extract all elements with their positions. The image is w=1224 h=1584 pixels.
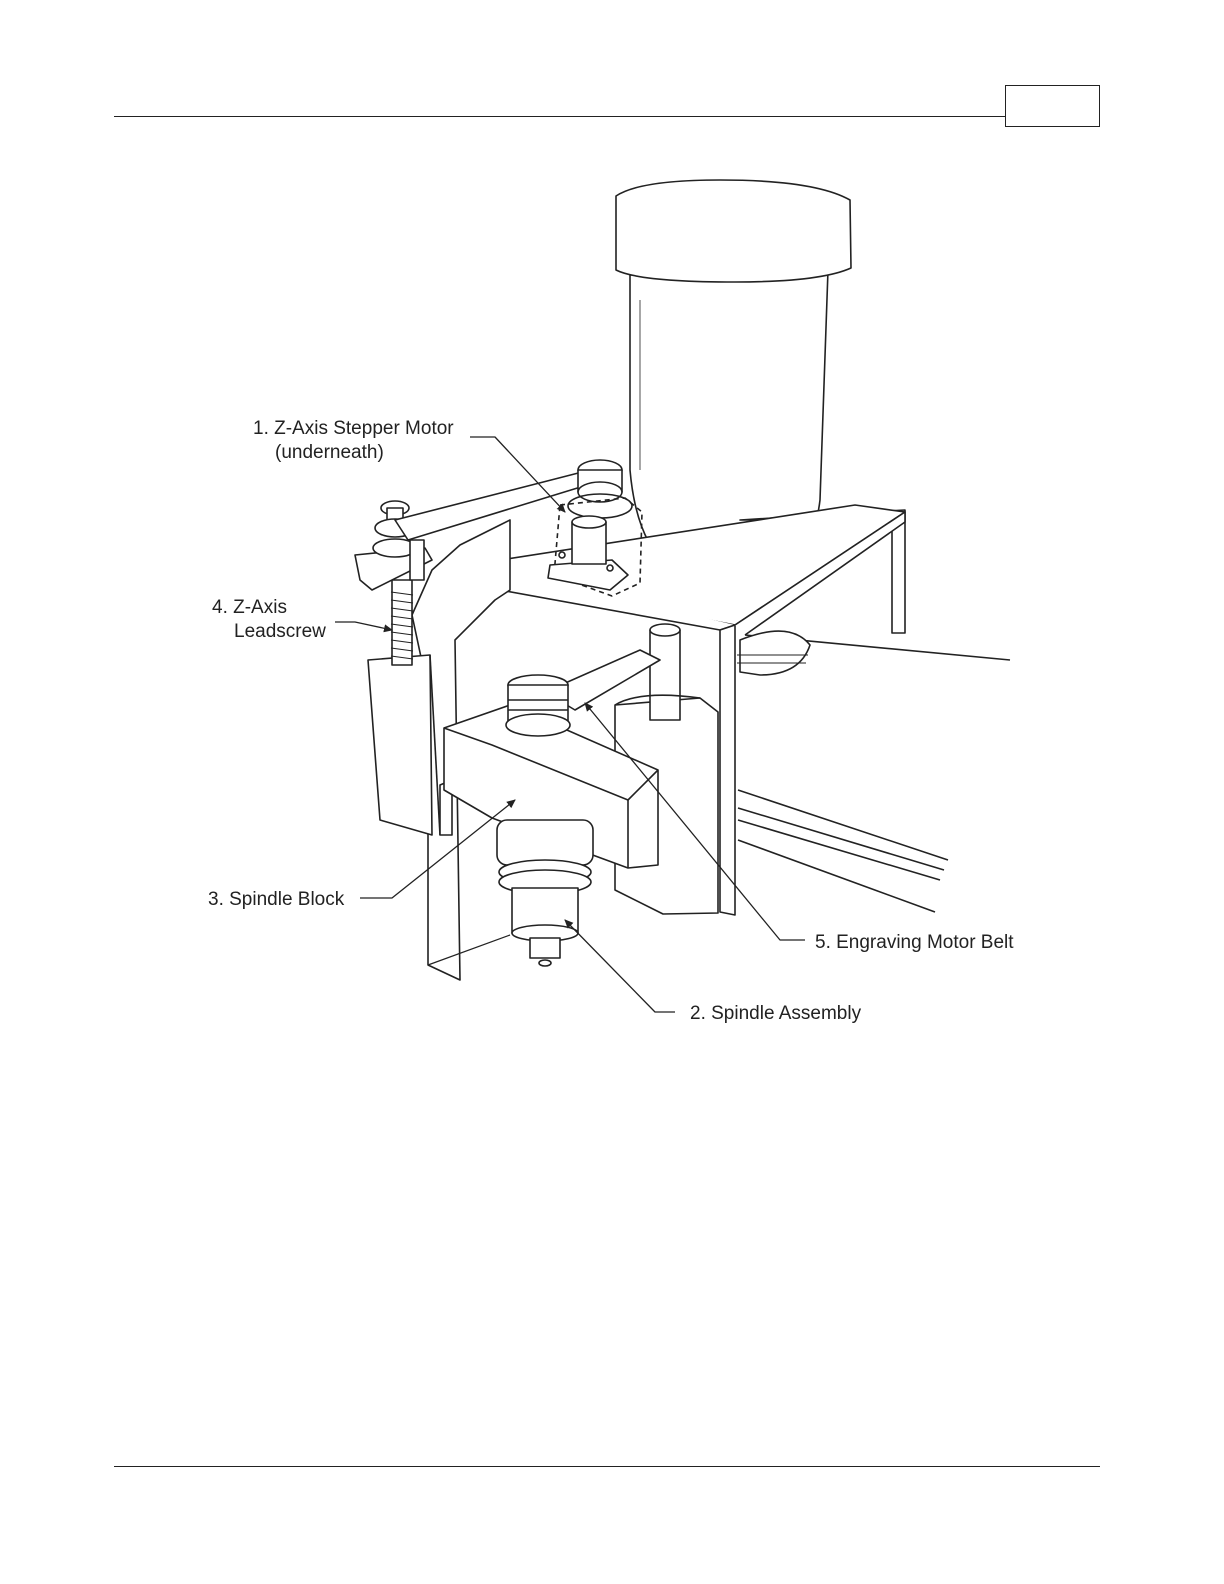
callout-z-axis: 4. Z-Axis <box>212 597 287 618</box>
callout-leadscrew: Leadscrew <box>234 621 326 642</box>
callout-spindle-block: 3. Spindle Block <box>208 889 345 910</box>
engraver-z-axis-figure: 1. Z-Axis Stepper Motor (underneath) 4. … <box>205 172 1025 1028</box>
spindle-assembly <box>497 820 593 966</box>
footer-rule <box>114 1466 1100 1467</box>
callout-z-axis-stepper-motor: 1. Z-Axis Stepper Motor <box>253 418 454 439</box>
rails <box>738 790 948 912</box>
callout-underneath: (underneath) <box>275 442 384 463</box>
callout-engraving-motor-belt: 5. Engraving Motor Belt <box>815 932 1014 953</box>
callout-spindle-assembly: 2. Spindle Assembly <box>690 1003 862 1024</box>
header-rule <box>114 116 1006 117</box>
page-number-box <box>1005 85 1100 127</box>
